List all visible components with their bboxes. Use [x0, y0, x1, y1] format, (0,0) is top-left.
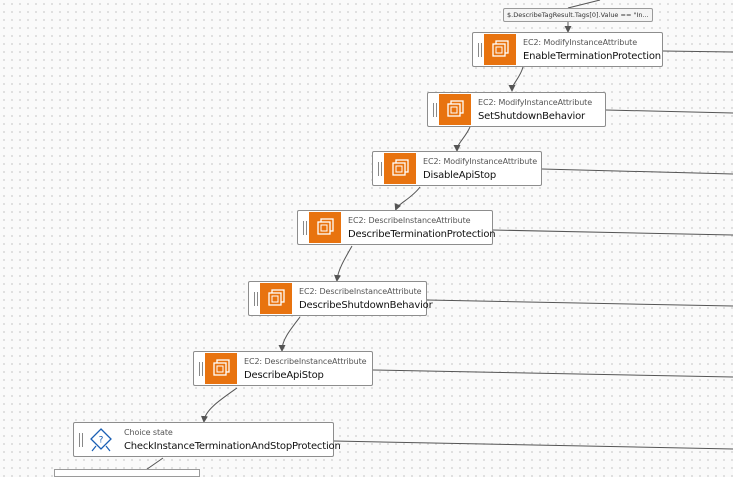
state-disable-api-stop[interactable]: EC2: ModifyInstanceAttribute DisableApiS…	[372, 151, 542, 186]
choice-condition-label[interactable]: $.DescribeTagResult.Tags[0].Value == "In…	[503, 8, 653, 22]
state-subtitle: EC2: DescribeInstanceAttribute	[244, 357, 367, 366]
state-subtitle: EC2: DescribeInstanceAttribute	[299, 287, 422, 296]
edge-4-5	[334, 245, 353, 282]
catch-edge-1	[662, 50, 733, 53]
state-subtitle: Choice state	[124, 428, 173, 437]
drag-handle-icon[interactable]	[79, 433, 83, 447]
ec2-instance-icon	[384, 153, 416, 184]
drag-handle-icon[interactable]	[254, 292, 258, 306]
state-subtitle: EC2: ModifyInstanceAttribute	[423, 157, 538, 166]
next-state-partial[interactable]	[54, 469, 200, 477]
choice-state-icon: ?	[88, 427, 114, 453]
catch-edge-5	[426, 299, 733, 307]
svg-text:?: ?	[99, 436, 104, 446]
drag-handle-icon[interactable]	[478, 43, 482, 57]
state-describe-termination-protection[interactable]: EC2: DescribeInstanceAttribute DescribeT…	[297, 210, 496, 245]
state-name: EnableTerminationProtection	[523, 51, 661, 62]
state-name: SetShutdownBehavior	[478, 111, 585, 122]
catch-edge-3	[541, 168, 733, 175]
state-name: DescribeApiStop	[244, 370, 324, 381]
ec2-instance-icon	[205, 353, 237, 384]
edge-3-4	[394, 186, 421, 211]
catch-edge-7	[333, 440, 733, 450]
state-name: DescribeShutdownBehavior	[299, 300, 433, 311]
drag-handle-icon[interactable]	[433, 103, 437, 117]
ec2-instance-icon	[309, 212, 341, 243]
state-name: DescribeTerminationProtection	[348, 229, 496, 240]
state-enable-termination-protection[interactable]: EC2: ModifyInstanceAttribute EnableTermi…	[472, 32, 663, 67]
state-set-shutdown-behavior[interactable]: EC2: ModifyInstanceAttribute SetShutdown…	[427, 92, 606, 127]
edge-1-2	[508, 66, 524, 92]
ec2-instance-icon	[260, 283, 292, 314]
state-check-instance-termination-and-stop-protection[interactable]: ? Choice state CheckInstanceTerminationA…	[73, 422, 341, 457]
drag-handle-icon[interactable]	[303, 221, 307, 235]
catch-edge-6	[372, 369, 733, 378]
drag-handle-icon[interactable]	[199, 362, 203, 376]
state-name: CheckInstanceTerminationAndStopProtectio…	[124, 441, 341, 452]
edge-5-6	[278, 316, 301, 352]
ec2-instance-icon	[484, 34, 516, 65]
edge-top-in	[567, 0, 601, 9]
drag-handle-icon[interactable]	[378, 162, 382, 176]
state-describe-api-stop[interactable]: EC2: DescribeInstanceAttribute DescribeA…	[193, 351, 373, 386]
catch-edge-4	[492, 229, 733, 236]
edge-6-7	[200, 387, 238, 423]
state-name: DisableApiStop	[423, 170, 496, 181]
state-subtitle: EC2: ModifyInstanceAttribute	[523, 38, 638, 47]
state-describe-shutdown-behavior[interactable]: EC2: DescribeInstanceAttribute DescribeS…	[248, 281, 433, 316]
ec2-instance-icon	[439, 94, 471, 125]
state-subtitle: EC2: DescribeInstanceAttribute	[348, 216, 471, 225]
catch-edge-2	[605, 109, 733, 114]
state-subtitle: EC2: ModifyInstanceAttribute	[478, 98, 593, 107]
edge-2-3	[453, 126, 471, 152]
